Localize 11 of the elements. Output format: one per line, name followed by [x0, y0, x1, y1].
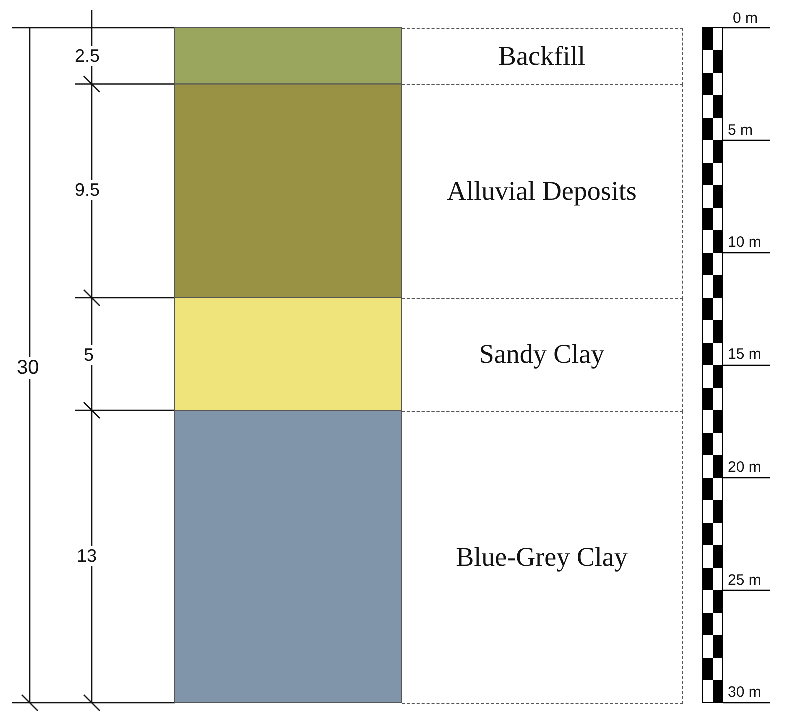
thickness-label: 5 [84, 345, 94, 365]
layer-label-band [402, 410, 683, 704]
layer-name: Sandy Clay [479, 339, 605, 370]
thickness-label: 9.5 [75, 180, 100, 200]
thickness-label: 30 [17, 357, 40, 379]
layer-name: Alluvial Deposits [447, 176, 637, 208]
layer-name: Blue-Grey Clay [456, 542, 628, 573]
thickness-label: 2.5 [75, 46, 100, 66]
thickness-label: 13 [77, 546, 98, 566]
layer-label-band [402, 28, 683, 86]
layer-name: Backfill [498, 41, 586, 72]
